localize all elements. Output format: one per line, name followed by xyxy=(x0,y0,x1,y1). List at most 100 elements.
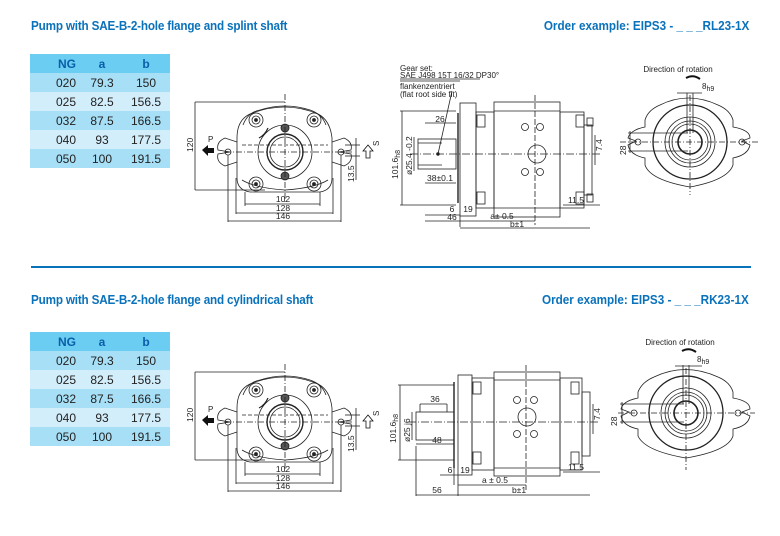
header-b: b xyxy=(122,332,170,351)
dim-11-5-label: 11.5 xyxy=(568,462,584,472)
cell-a: 87.5 xyxy=(82,389,122,408)
dim-128-label: 128 xyxy=(276,473,290,483)
cell-b: 156.5 xyxy=(122,92,170,111)
dim-28-label: 28 xyxy=(609,416,619,426)
suction-port-arrow-icon xyxy=(362,144,374,159)
cell-a: 100 xyxy=(82,149,122,168)
dim-38-label: 38±0.1 xyxy=(427,173,453,183)
section-1-side-view-drawing: Gear set: SAE J498 15T 16/32 DP30° flank… xyxy=(390,64,604,229)
section-1-rear-view-drawing: Direction of rotation 8h9 28 xyxy=(618,65,760,195)
port-s-label: S xyxy=(372,141,381,146)
dim-48-label: 48 xyxy=(432,435,442,445)
gear-set-label: Gear set: xyxy=(400,64,433,73)
cell-b: 150 xyxy=(122,73,170,92)
dim-a-label: a± 0.5 xyxy=(490,211,514,221)
header-a: a xyxy=(82,332,122,351)
dim-6-label: 6 xyxy=(448,465,453,475)
dim-b-label: b±1 xyxy=(512,485,526,495)
cell-a: 87.5 xyxy=(82,111,122,130)
cell-b: 166.5 xyxy=(122,389,170,408)
section-2-title: Pump with SAE-B-2-hole flange and cylind… xyxy=(31,292,314,307)
dim-height-label: 120 xyxy=(185,408,195,422)
dim-key-label: 8h9 xyxy=(702,82,714,93)
dim-19-label: 19 xyxy=(460,465,470,475)
dim-height-label: 120 xyxy=(185,138,195,152)
cell-b: 191.5 xyxy=(122,149,170,168)
table-header-row: NG a b xyxy=(30,332,170,351)
rotation-label: Direction of rotation xyxy=(645,338,714,347)
cell-a: 82.5 xyxy=(82,370,122,389)
header-b: b xyxy=(122,54,170,73)
dim-56-label: 56 xyxy=(432,485,442,495)
dim-6-label: 6 xyxy=(450,204,455,214)
cell-a: 79.3 xyxy=(82,73,122,92)
cell-b: 166.5 xyxy=(122,111,170,130)
header-ng: NG xyxy=(30,332,82,351)
cell-ng: 050 xyxy=(30,427,82,446)
cell-a: 82.5 xyxy=(82,92,122,111)
section-2-side-view-drawing: 101.6h8 ø25 j6 36 48 6 19 56 a ± 0.5 b±1… xyxy=(388,365,602,496)
dim-146-label: 146 xyxy=(276,481,290,491)
dim-102-label: 102 xyxy=(276,464,290,474)
dim-7-4-label: 7.4 xyxy=(592,408,602,420)
dim-a-label: a ± 0.5 xyxy=(482,475,508,485)
dim-offset-label: 13.5 xyxy=(346,435,356,452)
section-1-front-view-drawing: P S 120 13.5 102 128 146 xyxy=(185,94,381,222)
dim-26-label: 26 xyxy=(435,114,445,124)
header-ng: NG xyxy=(30,54,82,73)
section-2-front-view-drawing: P S 120 13.5 102 128 146 xyxy=(185,364,381,492)
gear-set-spec: SAE J498 15T 16/32 DP30° xyxy=(400,71,499,80)
dim-shaft-label: ø25 j6 xyxy=(402,418,412,442)
cell-ng: 020 xyxy=(30,73,82,92)
dim-19-label: 19 xyxy=(463,204,473,214)
cell-ng: 040 xyxy=(30,130,82,149)
cell-ng: 032 xyxy=(30,389,82,408)
dim-46-label: 46 xyxy=(447,212,457,222)
dim-pilot-label: 101.6h8 xyxy=(388,414,400,443)
header-a: a xyxy=(82,54,122,73)
section-1-order-example: Order example: EIPS3 - _ _ _RL23-1X xyxy=(543,18,749,33)
table-header-row: NG a b xyxy=(30,54,170,73)
dim-102-label: 102 xyxy=(276,194,290,204)
cell-a: 93 xyxy=(82,408,122,427)
section-2-order-example: Order example: EIPS3 - _ _ _RK23-1X xyxy=(542,292,749,307)
dim-28-label: 28 xyxy=(618,145,628,155)
dim-7-4-label: 7.4 xyxy=(594,139,604,151)
cell-b: 191.5 xyxy=(122,427,170,446)
cell-ng: 050 xyxy=(30,149,82,168)
cell-ng: 025 xyxy=(30,370,82,389)
rotation-arrow-icon xyxy=(681,348,697,353)
pressure-port-arrow-icon xyxy=(202,145,214,156)
cell-a: 93 xyxy=(82,130,122,149)
cell-ng: 032 xyxy=(30,111,82,130)
port-p-label: P xyxy=(208,135,213,144)
cell-b: 150 xyxy=(122,351,170,370)
dim-shaft-label: ø25.4 -0.2 xyxy=(404,136,414,175)
cell-b: 177.5 xyxy=(122,130,170,149)
section-divider xyxy=(31,266,751,268)
rotation-arrow-icon xyxy=(685,75,701,80)
cell-ng: 025 xyxy=(30,92,82,111)
dim-146-label: 146 xyxy=(276,211,290,221)
suction-port-arrow-icon xyxy=(362,414,374,429)
dim-b-label: b±1 xyxy=(510,219,524,229)
dim-offset-label: 13.5 xyxy=(346,165,356,182)
rotation-label: Direction of rotation xyxy=(643,65,712,74)
cell-a: 79.3 xyxy=(82,351,122,370)
dim-11-5-label: 11.5 xyxy=(568,195,584,205)
dim-pilot-label: 101.6h8 xyxy=(390,150,402,179)
dim-128-label: 128 xyxy=(276,203,290,213)
cell-ng: 020 xyxy=(30,351,82,370)
